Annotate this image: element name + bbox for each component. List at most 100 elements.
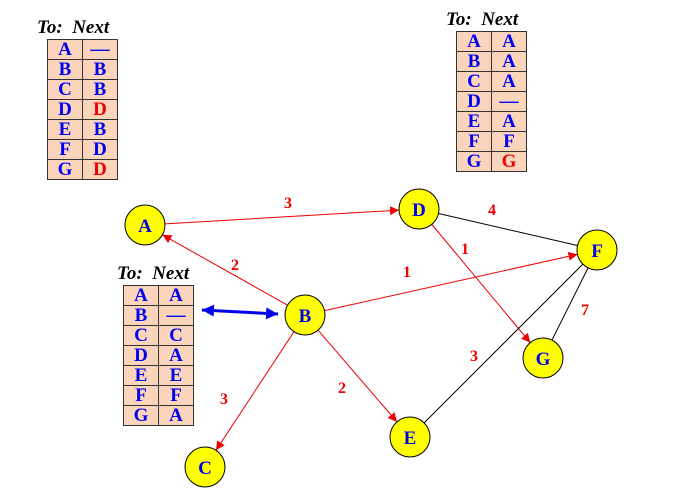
destination-cell: D (456, 91, 492, 112)
destination-cell: F (456, 131, 492, 152)
table-row: B— (123, 305, 194, 326)
destination-cell: D (123, 345, 159, 366)
next-hop-cell: — (82, 39, 118, 60)
edge-d-g (431, 224, 531, 343)
destination-cell: B (47, 59, 83, 80)
next-hop-cell: E (158, 365, 194, 386)
next-hop-cell: — (158, 305, 194, 326)
destination-cell: G (47, 159, 83, 180)
edge-weight-label: 1 (461, 241, 469, 258)
table-row: D— (456, 91, 527, 112)
routing-table-header: To: Next (37, 17, 110, 38)
edge-weight-label: 3 (470, 348, 478, 365)
next-hop-cell: A (491, 111, 527, 132)
next-hop-cell: A (158, 285, 194, 306)
edge-weight-label: 7 (581, 302, 589, 319)
node-b: B (284, 294, 326, 336)
node-label: A (138, 216, 152, 237)
destination-cell: E (123, 365, 159, 386)
next-hop-cell: A (491, 51, 527, 72)
next-hop-cell: D (82, 159, 118, 180)
next-hop-cell: G (491, 151, 527, 172)
edge-f-g (551, 267, 589, 341)
node-circle (398, 188, 440, 230)
node-label: B (299, 306, 312, 327)
node-label: C (198, 458, 212, 479)
node-circle (576, 229, 618, 271)
node-a: A (124, 204, 166, 246)
edge-weight-label: 4 (488, 202, 496, 219)
destination-cell: C (456, 71, 492, 92)
edge-e-f (423, 263, 584, 424)
destination-cell: F (47, 139, 83, 160)
next-hop-cell: A (158, 345, 194, 366)
destination-cell: G (456, 151, 492, 172)
node-g: G (522, 337, 564, 379)
next-hop-cell: B (82, 119, 118, 140)
next-hop-cell: D (82, 139, 118, 160)
node-circle (389, 416, 431, 458)
destination-cell: B (123, 305, 159, 326)
edge-weight-label: 1 (403, 264, 411, 281)
next-hop-cell: F (491, 131, 527, 152)
destination-cell: G (123, 405, 159, 426)
node-f: F (576, 229, 618, 271)
destination-cell: A (456, 31, 492, 52)
destination-cell: F (123, 385, 159, 406)
edge-b-e (317, 329, 398, 423)
edge-a-d (164, 206, 400, 225)
edge-weight-label: 2 (231, 257, 239, 274)
destination-cell: A (47, 39, 83, 60)
destination-cell: B (456, 51, 492, 72)
next-hop-cell: F (158, 385, 194, 406)
node-circle (184, 446, 226, 488)
edge-weight-label: 3 (284, 195, 292, 212)
next-hop-cell: C (158, 325, 194, 346)
next-hop-cell: A (158, 405, 194, 426)
node-circle (124, 204, 166, 246)
node-e: E (389, 416, 431, 458)
node-label: F (591, 241, 603, 262)
node-label: D (412, 200, 426, 221)
destination-cell: C (123, 325, 159, 346)
destination-cell: A (123, 285, 159, 306)
next-hop-cell: A (491, 71, 527, 92)
next-hop-cell: B (82, 79, 118, 100)
destination-cell: E (456, 111, 492, 132)
next-hop-cell: D (82, 99, 118, 120)
table-link-arrow (201, 304, 279, 320)
next-hop-cell: — (491, 91, 527, 112)
edge-d-f (438, 213, 578, 246)
routing-table-header: To: Next (446, 9, 519, 30)
edge-b-f (324, 251, 578, 312)
next-hop-cell: A (491, 31, 527, 52)
node-label: G (536, 349, 551, 370)
edge-weight-label: 2 (338, 380, 346, 397)
routing-table-header: To: Next (117, 263, 190, 284)
next-hop-cell: B (82, 59, 118, 80)
edge-b-c (215, 331, 295, 451)
node-c: C (184, 446, 226, 488)
table-row: A— (47, 39, 118, 60)
edge-weight-label: 3 (220, 391, 228, 408)
